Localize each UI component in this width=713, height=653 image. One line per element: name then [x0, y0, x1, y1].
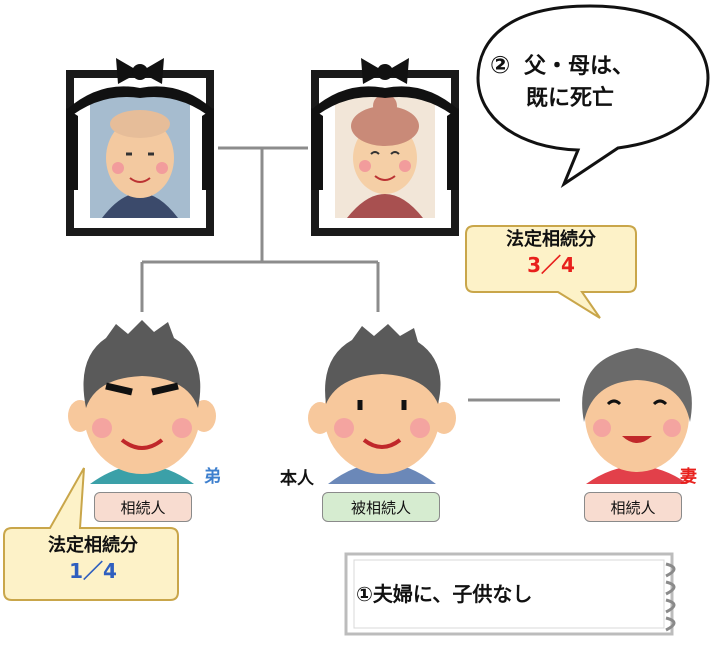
note-text: ①夫婦に、子供なし [356, 582, 533, 606]
speech-bubble [476, 4, 710, 188]
speech-marker: ② [490, 51, 511, 79]
wife-relation-label: 妻 [680, 467, 697, 487]
wife-callout-title: 法定相続分 [506, 229, 596, 250]
speech-line1: 父・母は、 [524, 54, 635, 79]
brother-callout-shape [3, 467, 179, 601]
speech-line2: 既に死亡 [526, 86, 615, 111]
brother-role-tag: 相続人 [94, 492, 192, 522]
brother-callout-share: 1／4 [69, 559, 117, 584]
brother-relation-label: 弟 [204, 467, 221, 487]
self-role-tag: 被相続人 [322, 492, 440, 522]
wife-callout-shape [465, 225, 637, 319]
wife-callout: 法定相続分 3／4 [466, 228, 636, 279]
self-icon [308, 324, 456, 484]
father-portrait-icon [66, 58, 214, 236]
wife-callout-share: 3／4 [527, 253, 575, 278]
mother-portrait-icon [311, 58, 459, 236]
speech-text: ② 父・母は、 既に死亡 [490, 48, 690, 112]
brother-callout: 法定相続分 1／4 [8, 534, 178, 585]
wife-role-tag: 相続人 [584, 492, 682, 522]
brother-callout-title: 法定相続分 [48, 535, 138, 556]
brother-icon [68, 320, 216, 484]
wife-icon [582, 348, 692, 484]
self-relation-label: 本人 [280, 469, 314, 489]
notebook-ring-icon [344, 552, 676, 636]
